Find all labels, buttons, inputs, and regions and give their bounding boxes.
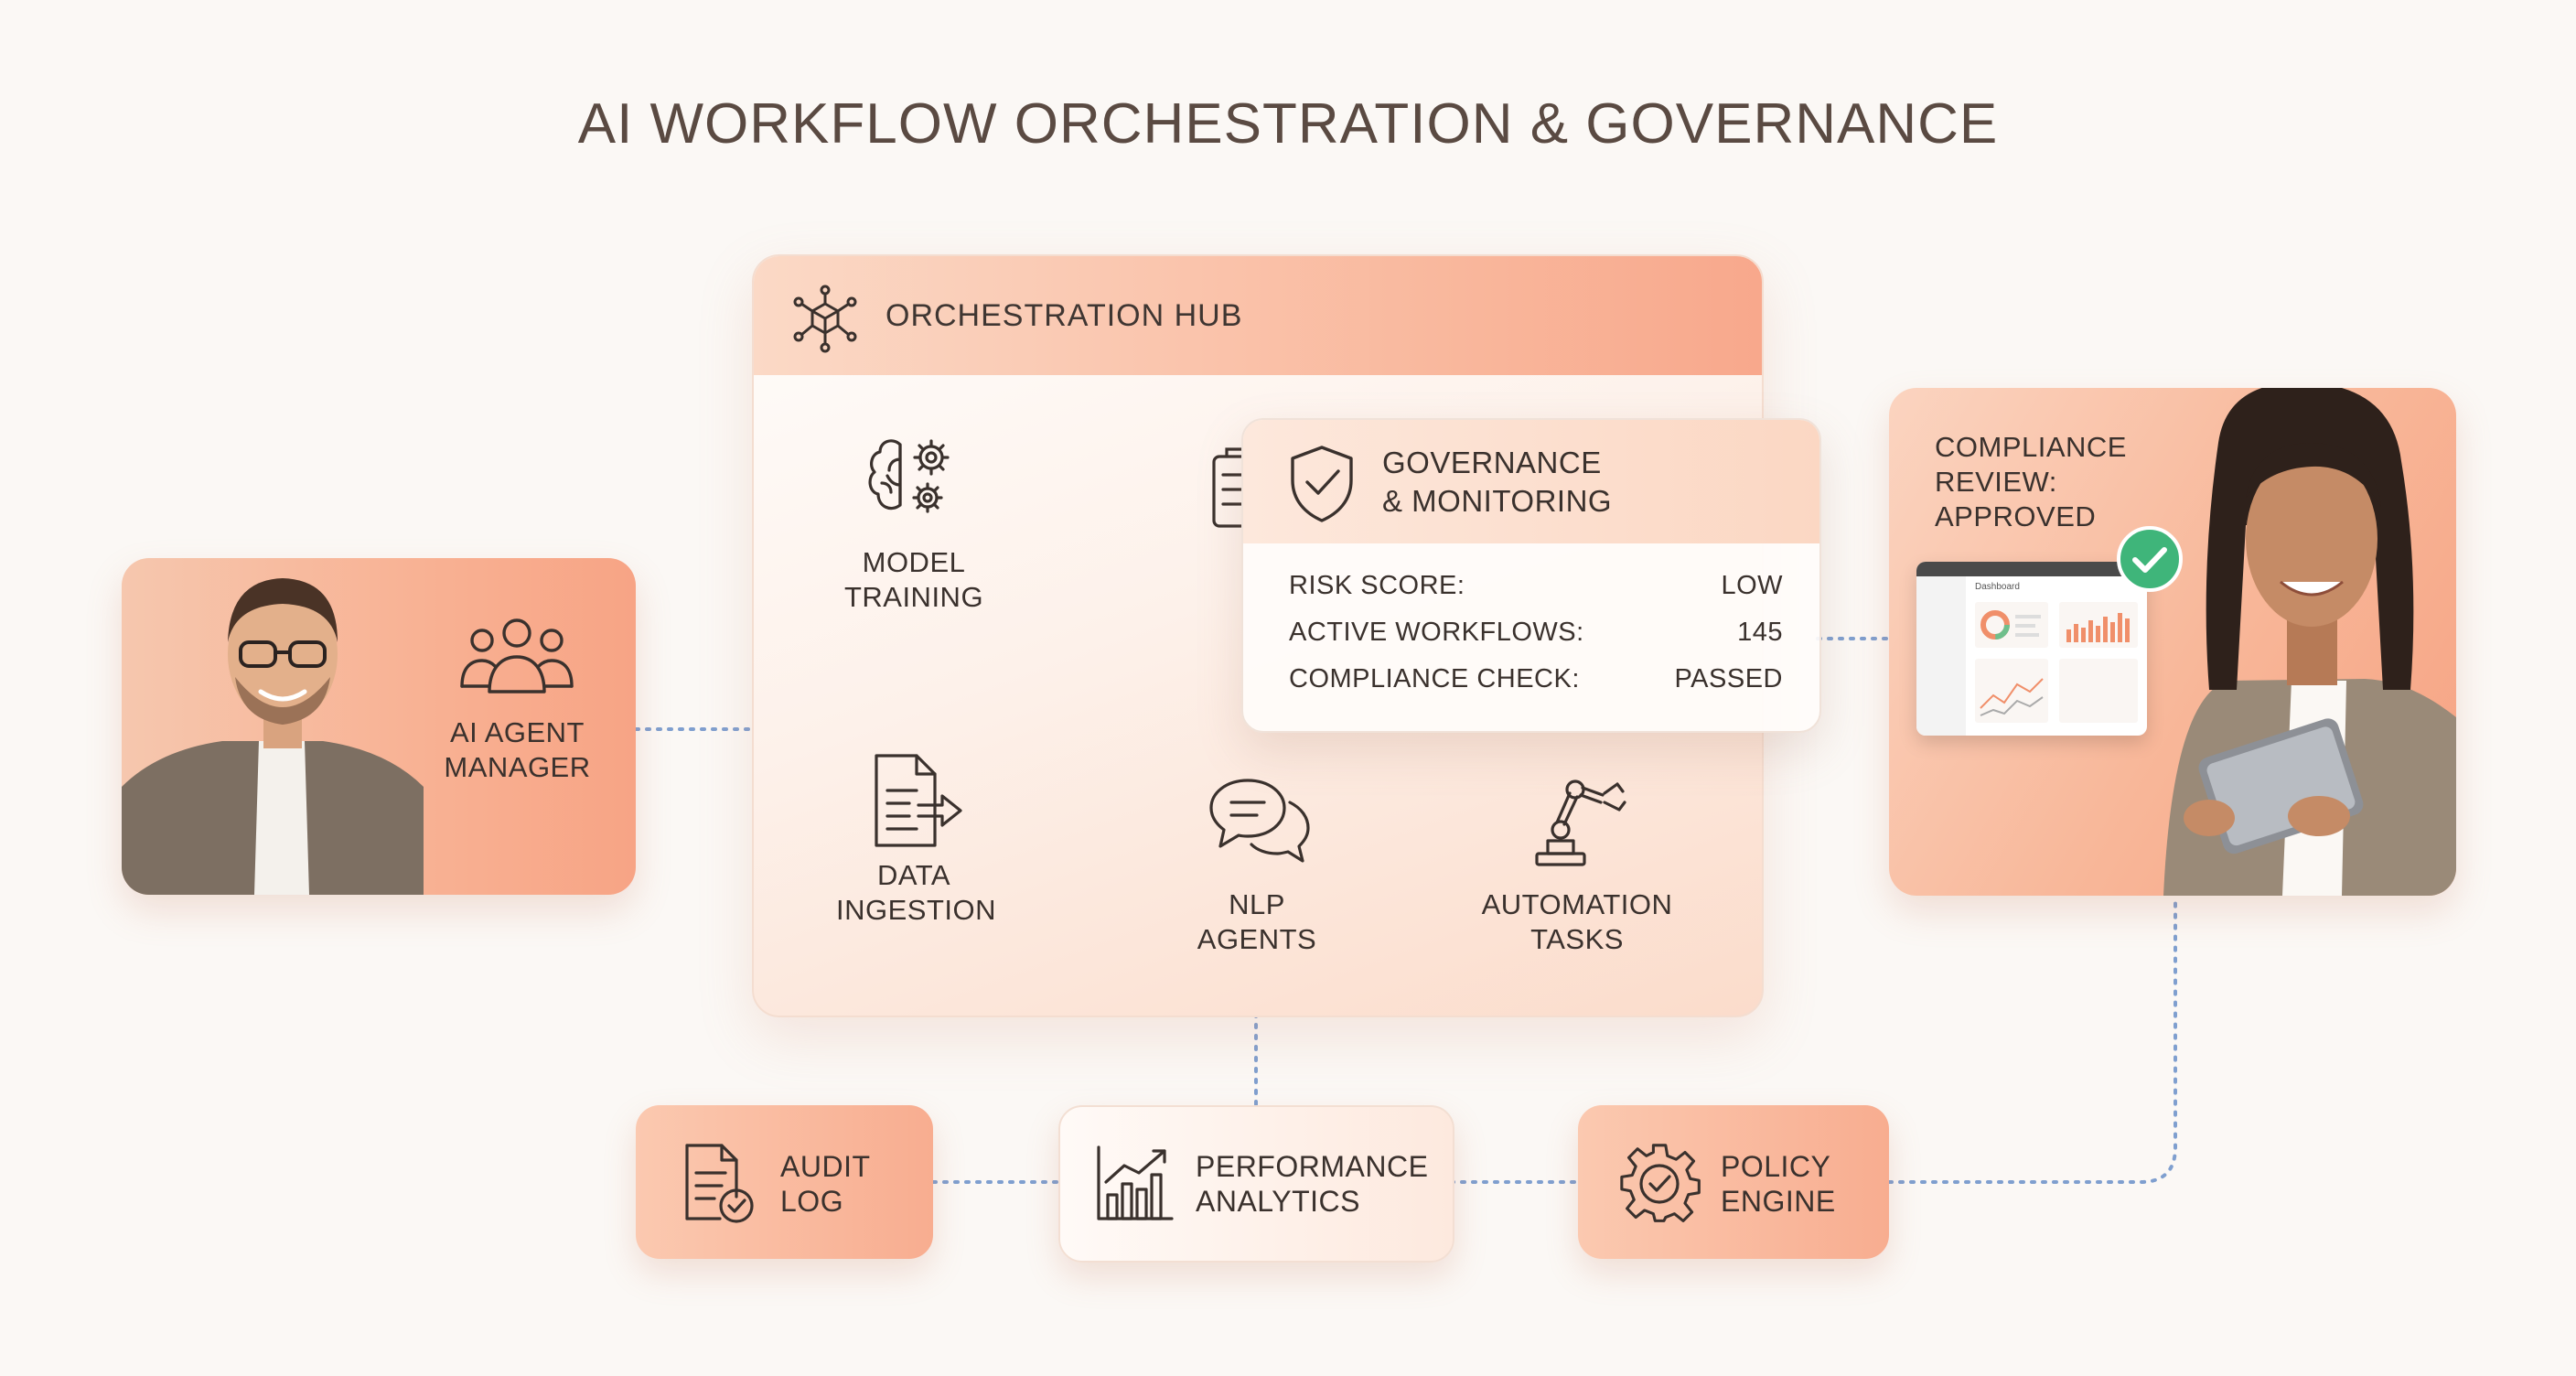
dashboard-titlebar	[1916, 562, 2147, 576]
robot-arm-icon	[1535, 779, 1626, 866]
governance-title: GOVERNANCE & MONITORING	[1382, 444, 1612, 521]
audit-log-module: AUDIT LOG	[636, 1105, 933, 1259]
automation-tasks-line2: TASKS	[1530, 923, 1624, 955]
reviewer-portrait	[2163, 388, 2456, 896]
compliance-check-value: PASSED	[1674, 664, 1783, 693]
automation-tasks-line1: AUTOMATION	[1481, 888, 1673, 920]
dashboard-title: Dashboard	[1975, 582, 2020, 592]
compliance-review-line1: COMPLIANCE	[1935, 431, 2127, 463]
chat-bubbles-icon	[1209, 779, 1310, 863]
page-title: AI WORKFLOW ORCHESTRATION & GOVERNANCE	[577, 92, 1999, 156]
governance-monitoring-card: GOVERNANCE & MONITORING RISK SCORE: LOW …	[1241, 418, 1821, 733]
document-arrow-icon	[875, 754, 962, 847]
nlp-agents-label: NLP AGENTS	[1165, 887, 1348, 957]
risk-score-value: LOW	[1721, 571, 1783, 600]
performance-analytics-line2: ANALYTICS	[1196, 1185, 1360, 1218]
model-training-label: MODEL TRAINING	[836, 545, 992, 615]
document-check-icon	[685, 1144, 754, 1223]
hub-title: ORCHESTRATION HUB	[886, 298, 1243, 333]
compliance-review-card: COMPLIANCE REVIEW: APPROVED Dashboard	[1889, 388, 2456, 896]
data-ingestion-line1: DATA	[876, 859, 951, 891]
performance-analytics-module: PERFORMANCE ANALYTICS	[1058, 1105, 1454, 1263]
policy-engine-label: POLICY ENGINE	[1721, 1149, 1836, 1219]
compliance-review-label: COMPLIANCE REVIEW: APPROVED	[1935, 430, 2127, 534]
ai-agent-manager-line2: MANAGER	[444, 751, 591, 783]
performance-analytics-label: PERFORMANCE ANALYTICS	[1196, 1149, 1428, 1219]
connector-policy-compliance	[1887, 894, 2177, 1184]
governance-title-line2: & MONITORING	[1382, 484, 1613, 518]
model-training-line2: TRAINING	[843, 581, 984, 613]
shield-check-icon	[1291, 446, 1353, 522]
governance-header: GOVERNANCE & MONITORING	[1243, 420, 1819, 543]
dashboard-sidebar	[1916, 576, 1966, 736]
performance-analytics-line1: PERFORMANCE	[1196, 1150, 1429, 1183]
audit-log-line1: AUDIT	[780, 1150, 871, 1183]
data-ingestion-label: DATA INGESTION	[836, 858, 997, 928]
dashboard-screen: Dashboard	[1916, 562, 2147, 736]
dashboard-widgets	[1975, 602, 2138, 723]
manager-portrait	[122, 578, 424, 895]
ai-agent-manager-line1: AI AGENT	[450, 716, 585, 748]
automation-tasks-label: AUTOMATION TASKS	[1467, 887, 1687, 957]
check-circle-icon	[2117, 526, 2183, 592]
policy-engine-line1: POLICY	[1721, 1150, 1831, 1183]
nlp-agents-line2: AGENTS	[1197, 923, 1317, 955]
model-training-line1: MODEL	[862, 546, 966, 578]
gear-check-icon	[1620, 1144, 1701, 1222]
risk-score-label: RISK SCORE:	[1289, 571, 1465, 600]
audit-log-line2: LOG	[780, 1185, 844, 1218]
users-group-icon	[460, 618, 574, 693]
governance-title-line1: GOVERNANCE	[1382, 446, 1602, 479]
compliance-review-line3: APPROVED	[1935, 500, 2097, 532]
bar-chart-icon	[1097, 1145, 1174, 1220]
brain-gears-icon	[868, 439, 950, 513]
data-ingestion-line2: INGESTION	[836, 894, 997, 926]
compliance-review-line2: REVIEW:	[1935, 466, 2057, 498]
network-cube-icon	[793, 285, 857, 353]
active-workflows-value: 145	[1737, 618, 1783, 647]
ai-agent-manager-label: AI AGENT MANAGER	[437, 715, 597, 785]
nlp-agents-line1: NLP	[1229, 888, 1285, 920]
audit-log-label: AUDIT LOG	[780, 1149, 871, 1219]
ai-agent-manager-card: AI AGENT MANAGER	[122, 558, 636, 895]
hub-header: ORCHESTRATION HUB	[754, 256, 1762, 375]
policy-engine-line2: ENGINE	[1721, 1185, 1836, 1218]
policy-engine-module: POLICY ENGINE	[1578, 1105, 1889, 1259]
active-workflows-label: ACTIVE WORKFLOWS:	[1289, 618, 1584, 647]
compliance-check-label: COMPLIANCE CHECK:	[1289, 664, 1580, 693]
